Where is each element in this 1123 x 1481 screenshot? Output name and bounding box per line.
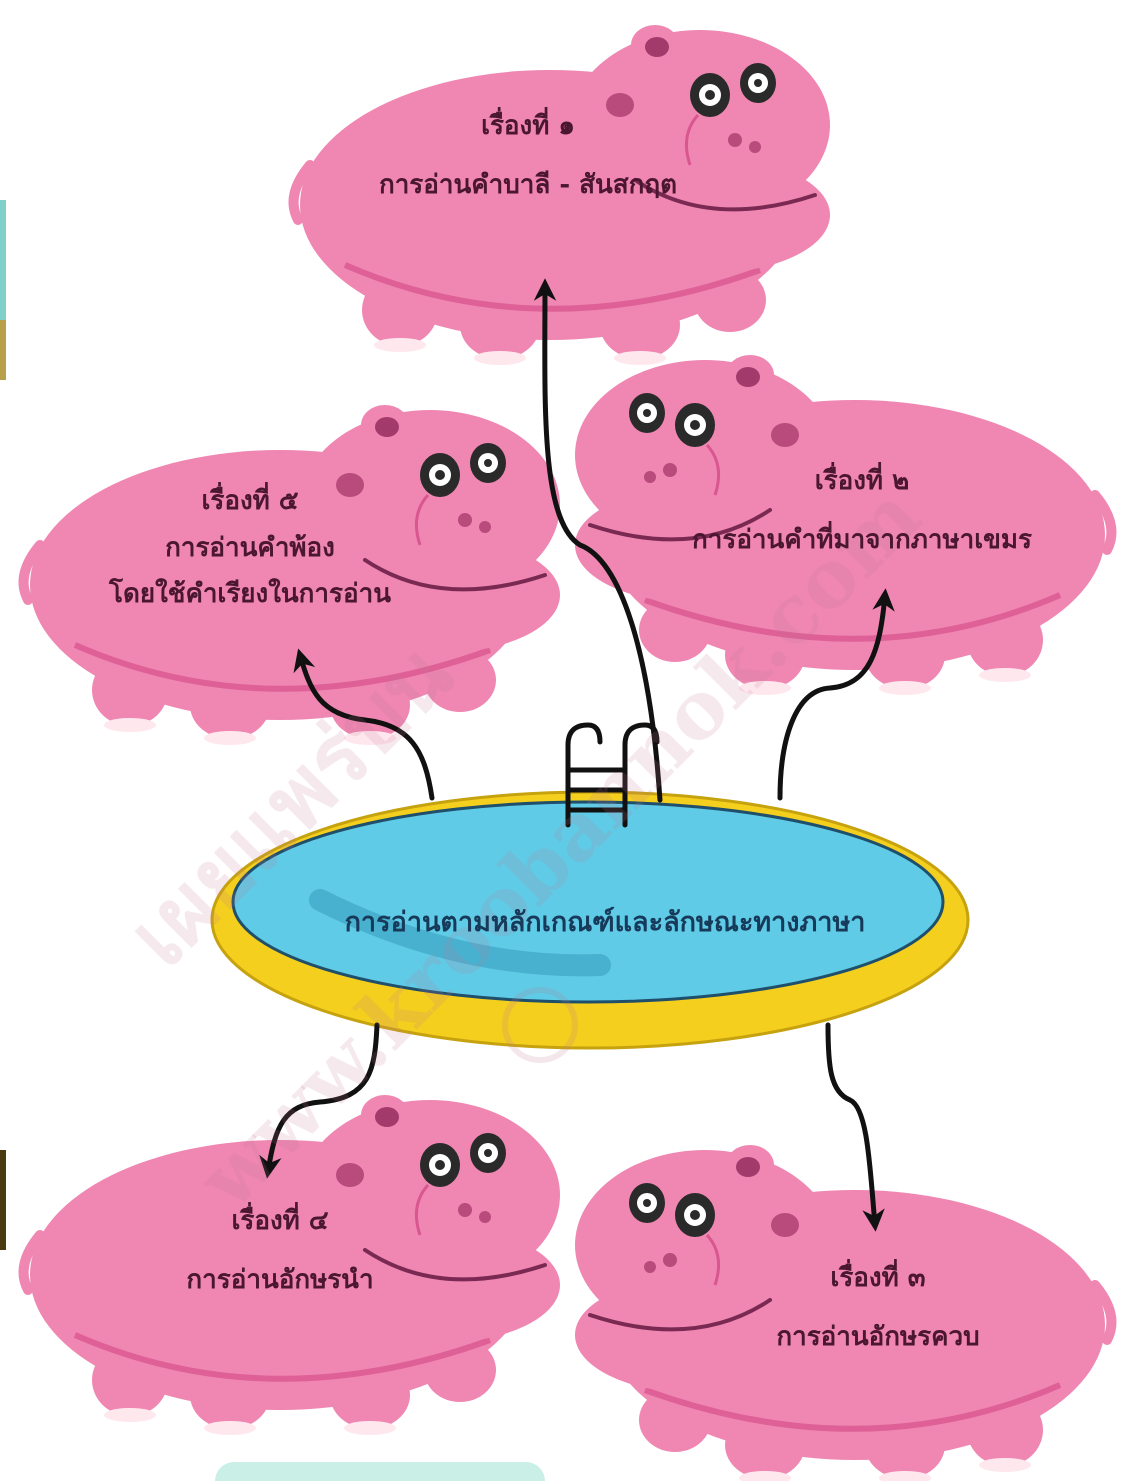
topic-1-label: เรื่องที่ ๑ การอ่านคำบาลี - สันสกฤต — [379, 110, 677, 201]
topic-4-label: เรื่องที่ ๔ การอ่านอักษรนำ — [186, 1205, 373, 1296]
topic-3-desc: การอ่านอักษรควบ — [776, 1322, 979, 1352]
topic-2-title: เรื่องที่ ๒ — [692, 465, 1032, 498]
topic-4-desc: การอ่านอักษรนำ — [186, 1265, 373, 1295]
topic-2-desc: การอ่านคำที่มาจากภาษาเขมร — [692, 525, 1032, 555]
hub-label: การอ่านตามหลักเกณฑ์และลักษณะทางภาษา — [345, 900, 866, 943]
topic-5-title: เรื่องที่ ๕ — [109, 485, 391, 518]
topic-3-title: เรื่องที่ ๓ — [776, 1262, 979, 1295]
topic-1-title: เรื่องที่ ๑ — [379, 110, 677, 143]
topic-5-desc-1: การอ่านคำพ้อง — [109, 532, 391, 565]
topic-1-desc: การอ่านคำบาลี - สันสกฤต — [379, 170, 677, 200]
topic-5-desc-2: โดยใช้คำเรียงในการอ่าน — [109, 579, 391, 609]
topic-2-label: เรื่องที่ ๒ การอ่านคำที่มาจากภาษาเขมร — [692, 465, 1032, 556]
topic-5-label: เรื่องที่ ๕ การอ่านคำพ้อง โดยใช้คำเรียงใ… — [109, 485, 391, 611]
topic-3-label: เรื่องที่ ๓ การอ่านอักษรควบ — [776, 1262, 979, 1353]
topic-4-title: เรื่องที่ ๔ — [186, 1205, 373, 1238]
bottom-shape — [215, 1462, 545, 1481]
